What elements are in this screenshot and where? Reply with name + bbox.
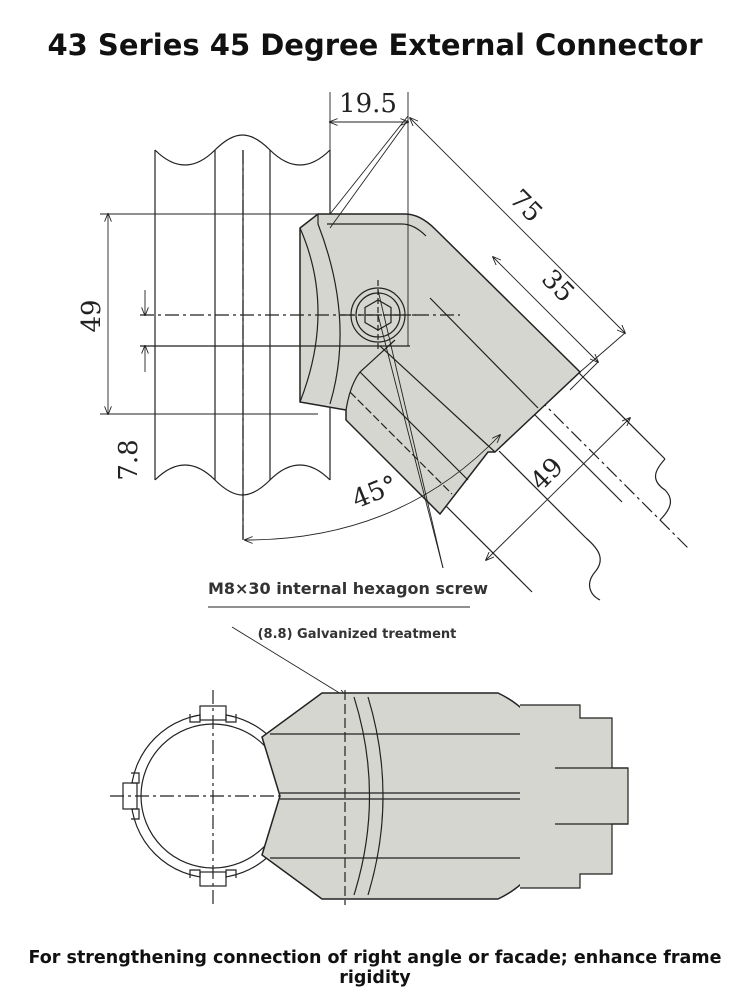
top-view (100, 92, 691, 608)
dim-top-offset: 19.5 (339, 89, 397, 119)
bottom-view (110, 690, 629, 905)
connector-side-view (261, 690, 629, 905)
screw-label: M8×30 internal hexagon screw (208, 579, 488, 598)
dim-height-left: 49 (77, 299, 107, 332)
caption: For strengthening connection of right an… (28, 948, 722, 988)
page-title: 43 Series 45 Degree External Connector (47, 28, 703, 62)
dim-angle: 45° (348, 470, 402, 515)
dim-diagonal-long: 75 (503, 184, 548, 229)
dim-offset-small: 7.8 (114, 439, 144, 480)
dim-diagonal-short: 35 (535, 264, 580, 309)
dim-width-right: 49 (525, 452, 570, 497)
treatment-label: (8.8) Galvanized treatment (258, 627, 457, 642)
